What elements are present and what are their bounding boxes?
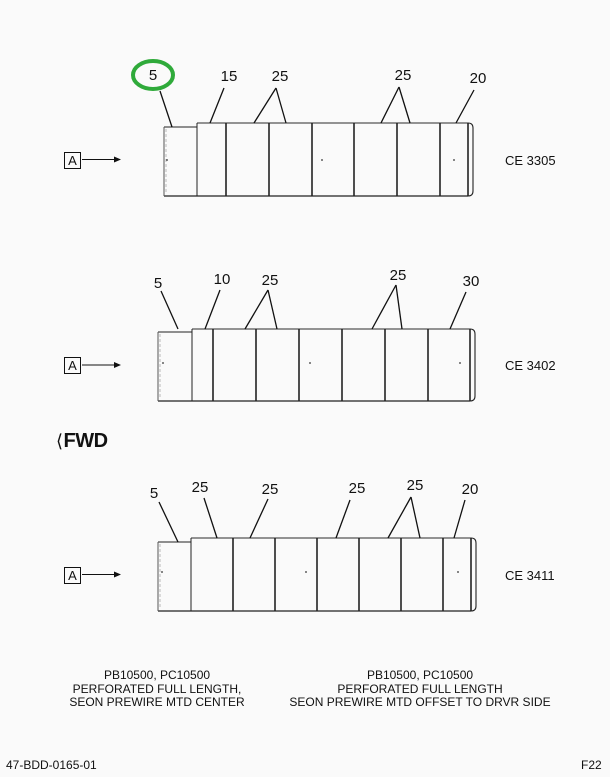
callout-number: 25: [191, 479, 209, 496]
view-marker-box: A: [64, 566, 81, 584]
rounded-end-cap: [469, 328, 476, 402]
callout-number: 25: [348, 480, 366, 497]
view-marker-box: A: [64, 357, 81, 374]
center-mark: [161, 571, 163, 573]
leader-line: [204, 289, 221, 330]
rounded-end-cap: [467, 122, 474, 197]
leader-line: [335, 499, 351, 539]
highlight-circle: [131, 59, 175, 91]
caption-right-line-3: SEON PREWIRE MTD OFFSET TO DRVR SIDE: [289, 695, 551, 709]
callout-number: 30: [462, 273, 480, 290]
callout-number: 20: [469, 70, 487, 87]
forward-label: FWD: [63, 430, 109, 452]
leader-line: [203, 497, 218, 539]
leader-line: [160, 290, 179, 330]
drawing-code: CE 3402: [505, 358, 556, 373]
leader-line: [387, 496, 412, 539]
forward-arrow-icon: ⟨: [56, 431, 63, 451]
rounded-end-cap: [470, 537, 477, 612]
callout-number: 25: [261, 481, 279, 498]
view-marker-box: A: [64, 151, 81, 169]
center-mark: [305, 571, 307, 573]
forward-indicator: ⟨FWD: [56, 431, 108, 451]
center-mark: [457, 571, 459, 573]
center-mark: [453, 159, 455, 161]
center-mark: [321, 159, 323, 161]
leader-line: [380, 86, 400, 124]
drawing-code: CE 3411: [505, 567, 555, 583]
leader-line: [253, 87, 277, 124]
leader-line: [209, 87, 225, 124]
center-mark: [166, 159, 168, 161]
callout-number: 20: [461, 481, 479, 498]
view-arrow-icon: [114, 571, 121, 578]
center-mark: [162, 362, 164, 364]
leader-line: [371, 284, 397, 330]
caption-right-line-2: PERFORATED FULL LENGTH: [337, 681, 503, 696]
center-mark: [459, 362, 461, 364]
leader-line: [455, 89, 475, 124]
caption-left: PB10500, PC10500 PERFORATED FULL LENGTH,…: [69, 668, 245, 710]
caption-right-line-1: PB10500, PC10500: [366, 668, 474, 682]
leader-line: [267, 289, 278, 330]
callout-number: 15: [220, 68, 238, 85]
caption-left-line-3: SEON PREWIRE MTD CENTER: [69, 695, 245, 709]
callout-number: 25: [389, 267, 407, 284]
drawing-code: CE 3305: [505, 152, 556, 168]
caption-left-line-1: PB10500, PC10500: [103, 668, 211, 682]
leader-line: [249, 498, 269, 539]
callout-number: 10: [213, 271, 231, 288]
leader-line: [275, 87, 287, 124]
leader-line: [453, 499, 466, 539]
callout-number: 5: [153, 275, 163, 292]
leader-line: [158, 501, 179, 543]
callout-number: 25: [261, 272, 279, 289]
callout-number: 25: [406, 477, 424, 494]
leader-line: [449, 291, 467, 330]
drawing-number: 47-BDD-0165-01: [6, 758, 97, 772]
view-arrow-icon: [114, 362, 121, 368]
caption-right: PB10500, PC10500 PERFORATED FULL LENGTH …: [289, 668, 551, 710]
leader-line: [395, 284, 403, 330]
callout-number: 5: [148, 67, 158, 84]
callout-number: 25: [271, 68, 289, 85]
callout-number: 25: [394, 67, 412, 84]
leader-line: [159, 90, 173, 128]
caption-left-line-2: PERFORATED FULL LENGTH,: [72, 681, 242, 696]
leader-line: [244, 289, 269, 330]
callout-number: 5: [149, 485, 159, 502]
leader-line: [410, 496, 421, 539]
center-mark: [309, 362, 311, 364]
sheet-number: F22: [581, 758, 602, 772]
view-arrow-icon: [114, 156, 121, 163]
leader-line: [398, 86, 411, 124]
